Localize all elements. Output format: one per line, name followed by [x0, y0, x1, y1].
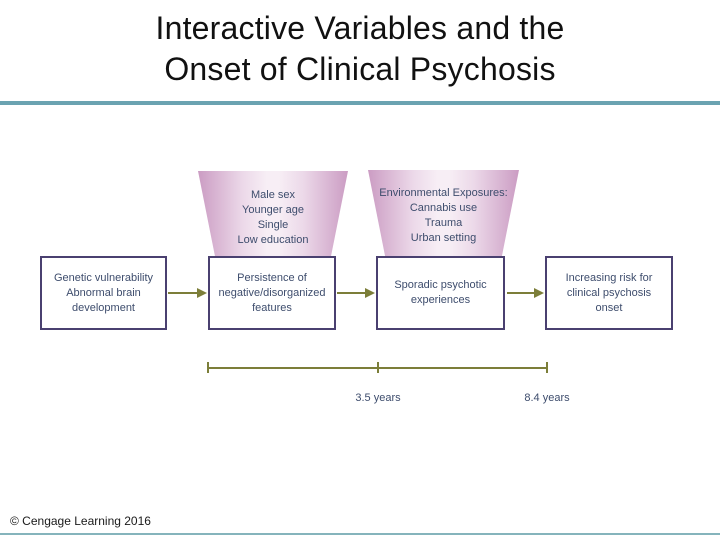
- arrow-right-icon: [534, 288, 544, 298]
- arrow-shaft: [507, 292, 536, 294]
- arrow-shaft: [337, 292, 367, 294]
- arrow-right-icon: [365, 288, 375, 298]
- box-sporadic-psychotic-experiences: Sporadic psychotic experiences: [376, 256, 505, 330]
- box-persistence-negative-features: Persistence of negative/disorganized fea…: [208, 256, 336, 330]
- title-divider-rule: [0, 101, 720, 105]
- flow-arrow-3: [507, 288, 544, 298]
- timeline-tick-end: [546, 362, 548, 373]
- box-genetic-vulnerability: Genetic vulnerability Abnormal brain dev…: [40, 256, 167, 330]
- timeline-label-3-5-years: 3.5 years: [355, 392, 401, 404]
- timeline-label-8-4-years: 8.4 years: [524, 392, 570, 404]
- timeline-tick-start: [207, 362, 209, 373]
- arrow-shaft: [168, 292, 199, 294]
- timeline-tick-mid: [377, 362, 379, 373]
- funnel-demographic-risk-factors: Male sex Younger age Single Low educatio…: [198, 171, 348, 256]
- flow-arrow-1: [168, 288, 207, 298]
- flow-arrow-2: [337, 288, 375, 298]
- box-increasing-risk-onset: Increasing risk for clinical psychosis o…: [545, 256, 673, 330]
- arrow-right-icon: [197, 288, 207, 298]
- copyright-notice: © Cengage Learning 2016: [10, 514, 151, 528]
- bottom-divider-rule: [0, 533, 720, 535]
- slide-title: Interactive Variables and the Onset of C…: [155, 10, 565, 87]
- funnel-environmental-exposures: Environmental Exposures: Cannabis use Tr…: [368, 170, 519, 256]
